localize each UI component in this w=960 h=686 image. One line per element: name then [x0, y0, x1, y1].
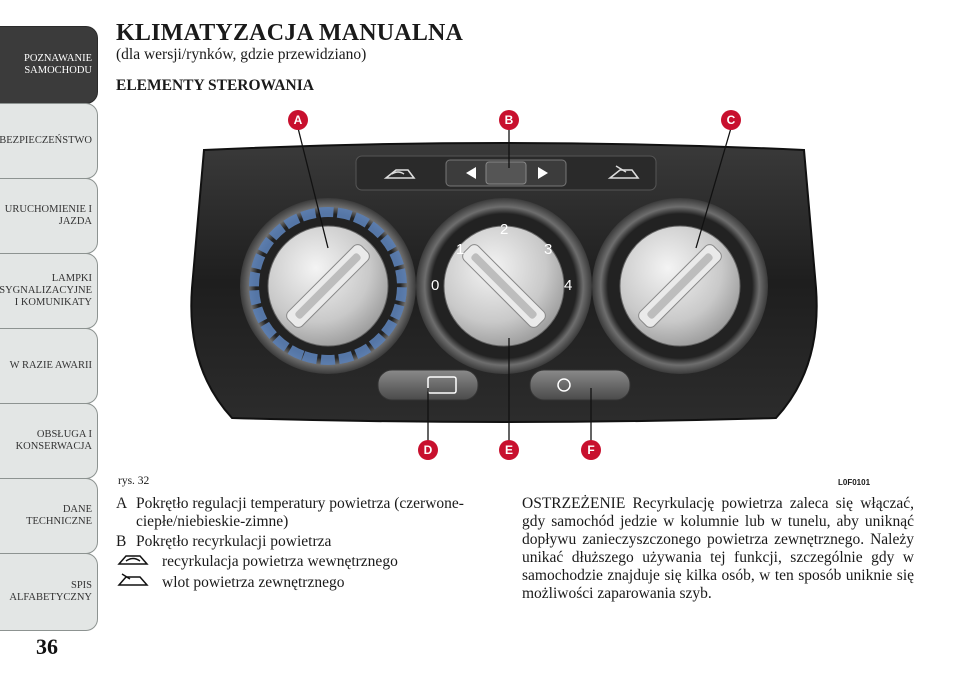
- legend-sub-item: wlot powietrza zewnętrznego: [116, 572, 496, 593]
- arrow-left-icon: [466, 167, 476, 179]
- callout-a: A: [294, 113, 303, 127]
- callout-lines: [297, 127, 732, 448]
- legend-sub-text: recyrkulacja powietrza wewnętrznego: [162, 552, 398, 570]
- legend-item-a: A Pokrętło regulacji temperatury powietr…: [116, 495, 496, 531]
- legend-key: B: [116, 533, 127, 550]
- fan-label-4: 4: [564, 277, 572, 294]
- fan-speed-knob[interactable]: 0 1 2 3 4: [416, 198, 592, 374]
- figure-caption: rys. 32: [118, 475, 150, 487]
- rear-defrost-button[interactable]: [377, 369, 479, 401]
- warning-column: OSTRZEŻENIE Recyrkulację powietrza zalec…: [522, 495, 914, 603]
- callout-b-marker: [499, 110, 519, 130]
- fan-label-0: 0: [431, 277, 439, 294]
- callout-f: F: [587, 443, 594, 457]
- fan-label-2: 2: [500, 221, 508, 238]
- ac-compressor-button[interactable]: [529, 369, 631, 401]
- fan-label-3: 3: [544, 241, 552, 258]
- outside-air-icon: [116, 572, 162, 593]
- figure-code: L0F0101: [838, 478, 871, 487]
- tab-label-line: SYGNALIZACYJNE: [0, 285, 92, 296]
- tab-label-line: BEZPIECZEŃSTWO: [0, 135, 92, 146]
- recirculation-icon: [116, 551, 162, 572]
- callout-e: E: [505, 443, 513, 457]
- callout-d: D: [424, 443, 433, 457]
- legend-sub-text: wlot powietrza zewnętrznego: [162, 573, 345, 591]
- legend-item-b: B Pokrętło recyrkulacji powietrza: [116, 533, 496, 551]
- section-heading: ELEMENTY STEROWANIA: [116, 77, 314, 94]
- callout-c: C: [727, 113, 736, 127]
- tab-label-line: DANE: [62, 504, 92, 515]
- callout-b: B: [505, 113, 514, 127]
- temperature-knob[interactable]: [233, 191, 423, 381]
- legend-text: Pokrętło recyrkulacji powietrza: [136, 533, 332, 550]
- tab-label-line: W RAZIE AWARII: [9, 360, 92, 371]
- tab-label-line: SPIS: [70, 580, 92, 591]
- warning-text: OSTRZEŻENIE Recyrkulację powietrza zalec…: [522, 495, 914, 602]
- callout-d-marker: [418, 440, 438, 460]
- tab-label-line: ALFABETYCZNY: [9, 592, 92, 603]
- tab-label-line: KONSERWACJA: [15, 441, 92, 452]
- arrow-right-icon: [538, 167, 548, 179]
- page-number: 36: [36, 634, 58, 659]
- tab-bezpieczenstwo[interactable]: BEZPIECZEŃSTWO: [0, 103, 98, 179]
- callout-c-marker: [721, 110, 741, 130]
- legend-sub-item: recyrkulacja powietrza wewnętrznego: [116, 551, 496, 572]
- callout-a-marker: [288, 110, 308, 130]
- tab-label-line: I KOMUNIKATY: [14, 297, 92, 308]
- tab-w-razie-awarii[interactable]: W RAZIE AWARII: [0, 328, 98, 404]
- climate-control-figure: 0 1 2 3 4: [116, 108, 892, 478]
- tab-label-line: JAZDA: [58, 216, 92, 227]
- page-title: KLIMATYZACJA MANUALNA: [116, 20, 464, 46]
- callout-f-marker: [581, 440, 601, 460]
- tab-label-line: OBSŁUGA I: [36, 429, 92, 440]
- outside-air-icon: [607, 165, 640, 179]
- fan-label-1: 1: [456, 241, 464, 258]
- tab-label-line: SAMOCHODU: [24, 65, 92, 76]
- recirculation-icon: [383, 169, 416, 179]
- page-subtitle: (dla wersji/rynków, gdzie przewidziano): [116, 46, 367, 63]
- callout-e-marker: [499, 440, 519, 460]
- legend-key: A: [116, 495, 128, 512]
- tab-label-line: URUCHOMIENIE I: [4, 204, 92, 215]
- control-panel-illustration: 0 1 2 3 4: [190, 110, 818, 460]
- tab-label-line: TECHNICZNE: [26, 516, 92, 527]
- legend-column: A Pokrętło regulacji temperatury powietr…: [116, 495, 496, 593]
- slider-handle[interactable]: [485, 161, 527, 185]
- tab-label-line: POZNAWANIE: [24, 53, 92, 64]
- legend-text: Pokrętło regulacji temperatury powietrza…: [136, 495, 464, 530]
- tab-label-line: LAMPKI: [51, 273, 92, 284]
- air-distribution-knob[interactable]: [592, 198, 768, 374]
